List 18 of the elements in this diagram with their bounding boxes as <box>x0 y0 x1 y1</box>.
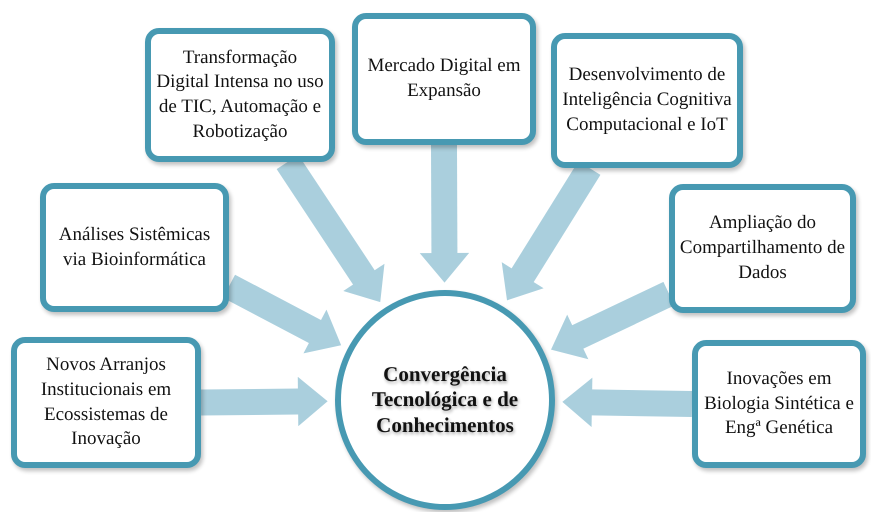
topic-box <box>692 340 866 468</box>
block-arrow <box>200 376 328 426</box>
topic-box <box>11 337 201 468</box>
node-label: Mercado Digital em Expansão <box>366 54 522 103</box>
node-label: Convergência Tecnológica e de Conhecimentos <box>370 362 520 438</box>
topic-box <box>145 28 335 162</box>
node-label: Desenvolvimento de Inteligência Cognitiva Computacional e IoT <box>561 63 733 137</box>
block-arrow <box>562 378 692 428</box>
node-label: Transformação Digital Intensa no uso de TIC, Automação e Robotização <box>155 46 325 144</box>
block-arrow <box>420 144 470 283</box>
node-label: Ampliação do Compartilhamento de Dados <box>679 211 846 285</box>
topic-box <box>40 183 229 312</box>
topic-box <box>669 184 856 313</box>
node-label: Inovações em Biologia Sintética e Engª Genética <box>703 366 855 440</box>
node-label: Novos Arranjos Institucionais em Ecossistemas de Inovação <box>40 353 172 452</box>
topic-box <box>551 33 743 168</box>
node-label: Análises Sistêmicas via Bioinformática <box>58 222 212 272</box>
topic-box <box>352 13 536 145</box>
